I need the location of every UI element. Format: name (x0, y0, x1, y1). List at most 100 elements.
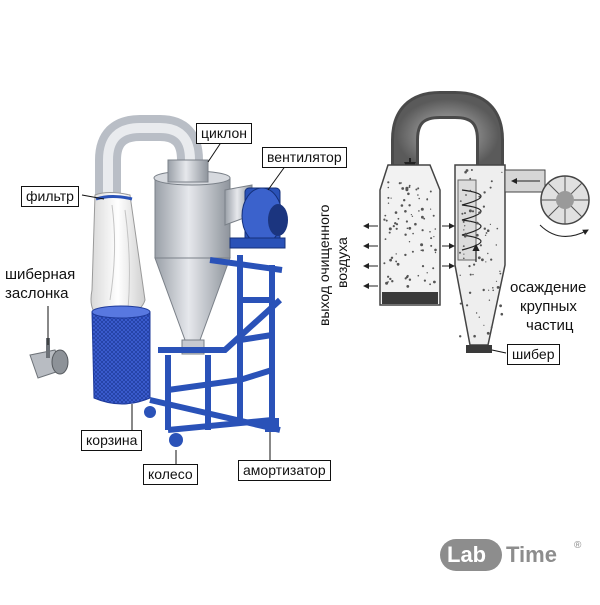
dust-dot (408, 278, 412, 281)
dust-dot (400, 182, 402, 184)
dust-dot (420, 243, 424, 247)
dust-dot (387, 281, 389, 283)
dust-dot (432, 267, 435, 270)
dust-dot (434, 251, 437, 254)
dust-dot (406, 227, 409, 230)
dust-dot (406, 285, 410, 288)
dust-dot (464, 225, 466, 227)
dust-dot (389, 258, 392, 262)
dust-dot (468, 209, 472, 213)
dust-dot (408, 184, 411, 187)
dust-dot (469, 177, 472, 180)
label-settle-1: осаждение (510, 279, 587, 296)
dust-dot (394, 211, 398, 214)
dust-dot (421, 249, 424, 252)
dust-dot (479, 244, 482, 247)
dust-dot (461, 212, 464, 215)
dust-dot (387, 181, 390, 184)
label-fan: вентилятор (262, 147, 347, 168)
dust-dot (411, 250, 414, 253)
dust-dot (403, 199, 406, 202)
dust-dot (405, 220, 408, 223)
dust-dot (468, 291, 472, 294)
dust-dot (495, 244, 497, 246)
dust-dot (408, 186, 411, 189)
dust-dot (459, 302, 462, 305)
dust-dot (408, 241, 411, 243)
dust-dot (471, 210, 475, 213)
dust-dot (408, 204, 411, 207)
dust-dot (486, 331, 490, 335)
dust-dot (499, 272, 502, 275)
dust-dot (405, 186, 409, 190)
dust-dot (485, 232, 488, 234)
dust-dot (433, 236, 435, 238)
dust-dot (465, 194, 467, 196)
dust-dot (469, 273, 472, 276)
dust-dot (387, 202, 390, 204)
dust-dot (423, 279, 426, 282)
label-settle-3: частиц (526, 317, 574, 334)
dust-dot (415, 188, 418, 191)
dust-dot (463, 229, 465, 231)
dust-dot (459, 274, 461, 276)
dust-dot (421, 229, 424, 232)
dust-dot (496, 227, 499, 230)
dust-dot (501, 171, 503, 173)
dust-dot (466, 304, 469, 307)
basket (91, 311, 151, 405)
dust-dot (421, 215, 424, 219)
dust-dot (484, 234, 487, 236)
dust-dot (499, 270, 501, 272)
dust-dot (430, 237, 433, 240)
dust-dot (429, 283, 431, 286)
gate-valve (29, 338, 69, 379)
dust-dot (397, 217, 400, 220)
dust-dot (429, 231, 431, 233)
dust-dot (407, 192, 410, 196)
cyclone-body (154, 177, 231, 259)
dust-dot (404, 233, 407, 236)
label-air-out-1: выход очищенного (316, 204, 332, 326)
dust-dot (426, 272, 428, 274)
dust-dot (426, 198, 429, 201)
dust-dot (477, 256, 481, 260)
filter-bag (90, 192, 146, 319)
dust-dot (499, 304, 502, 308)
dust-dot (469, 189, 472, 192)
dust-dot (387, 275, 390, 278)
dust-dot (395, 260, 397, 263)
dust-dot (418, 197, 421, 200)
label-gate-valve-1: шиберная (5, 266, 76, 283)
dust-dot (420, 207, 424, 211)
dust-dot (463, 253, 465, 255)
dust-dot (492, 287, 494, 289)
dust-dot (388, 227, 392, 231)
label-filter: фильтр (21, 186, 79, 207)
dust-dot (384, 238, 387, 241)
dust-dot (396, 262, 400, 266)
dust-dot (430, 208, 432, 210)
label-gate: шибер (507, 344, 560, 365)
dust-particles (383, 169, 504, 338)
dust-dot (482, 205, 485, 208)
dust-dot (387, 196, 390, 199)
dust-dot (395, 227, 398, 230)
dust-dot (432, 214, 435, 217)
dust-dot (473, 263, 476, 266)
dust-dot (476, 233, 479, 237)
dust-dot (389, 277, 392, 281)
dust-dot (483, 324, 485, 326)
dust-dot (468, 220, 471, 223)
dust-dot (468, 265, 471, 268)
wheel (144, 406, 156, 418)
dust-dot (488, 289, 490, 291)
dust-dot (478, 195, 481, 198)
dust-dot (496, 286, 500, 289)
dust-dot (481, 258, 484, 262)
labtime-logo: Lab Time ® (440, 537, 590, 573)
dust-dot (423, 217, 426, 220)
unit-illustration (29, 115, 288, 447)
dust-dot (404, 277, 407, 280)
